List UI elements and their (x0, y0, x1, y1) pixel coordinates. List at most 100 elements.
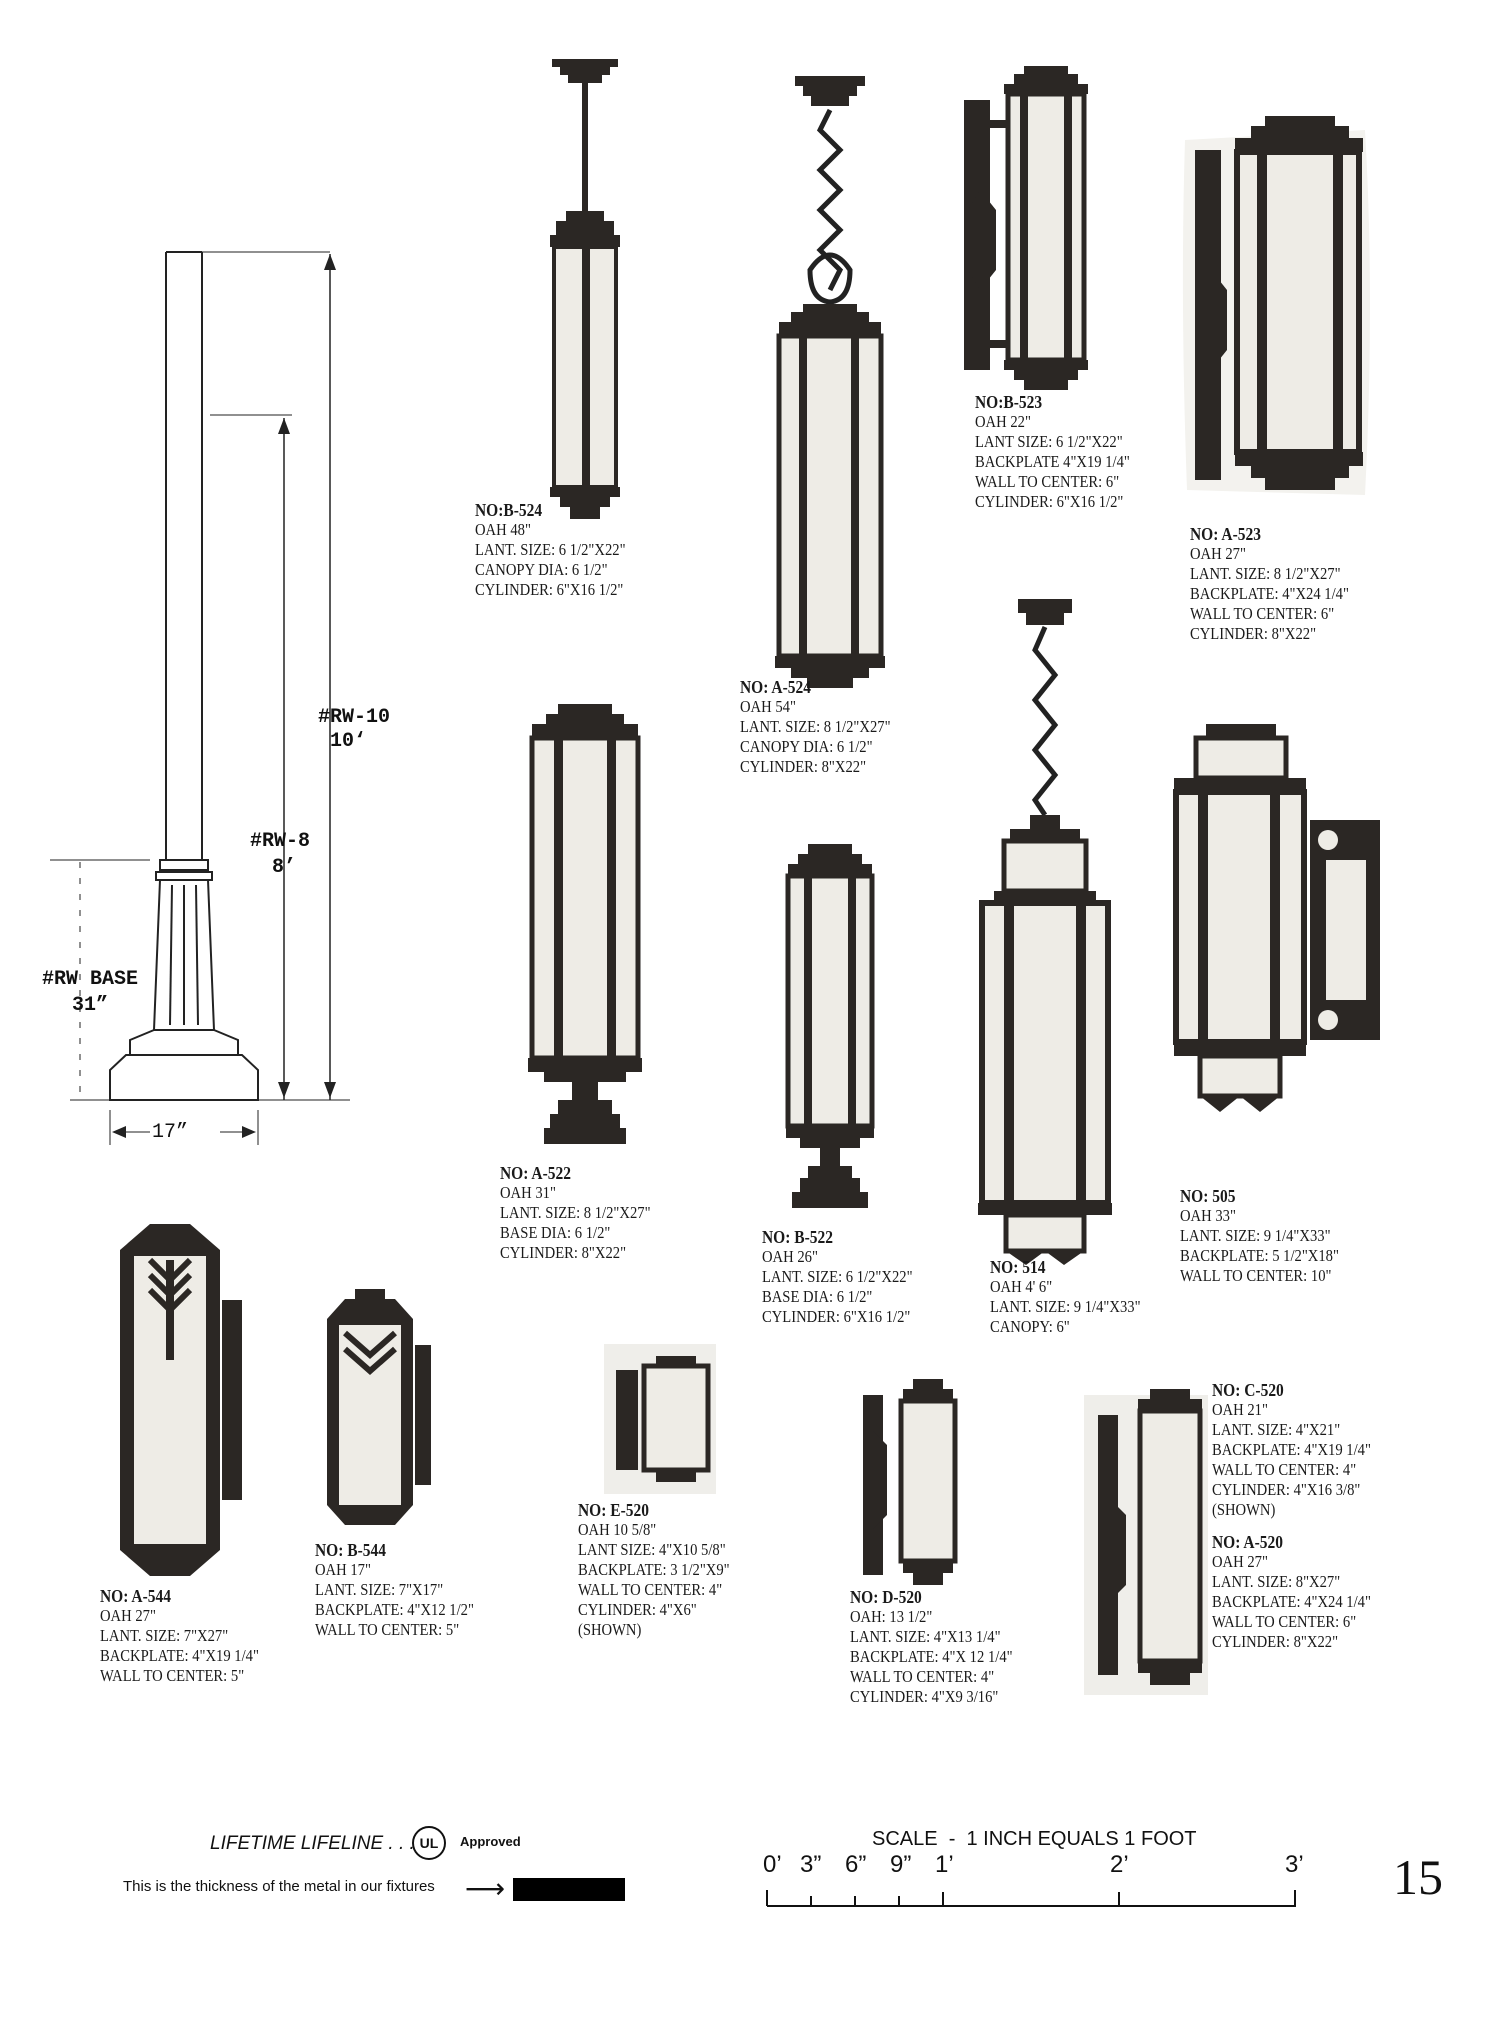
spec-a524: NO: A-524 OAH 54" LANT. SIZE: 8 1/2"X27"… (740, 677, 891, 777)
spec-505: NO: 505 OAH 33" LANT. SIZE: 9 1/4"X33" B… (1180, 1186, 1339, 1286)
spec-line: BACKPLATE: 4"X12 1/2" (315, 1600, 474, 1619)
spec-line: LANT SIZE: 4"X10 5/8" (578, 1540, 726, 1559)
page-number: 15 (1393, 1849, 1443, 1905)
spec-b524: NO:B-524 OAH 48" LANT. SIZE: 6 1/2"X22" … (475, 500, 626, 600)
thickness-note: This is the thickness of the metal in ou… (123, 1878, 435, 1895)
spec-line: LANT. SIZE: 8 1/2"X27" (500, 1203, 651, 1222)
scale-title: SCALE - 1 INCH EQUALS 1 FOOT (872, 1828, 1197, 1850)
spec-line: LANT. SIZE: 4"X21" (1212, 1420, 1341, 1439)
scale-label-1ft: 1’ (935, 1851, 954, 1878)
spec-c520: NO: C-520 OAH 21" LANT. SIZE: 4"X21" BAC… (1212, 1380, 1371, 1520)
e520-wall-image (604, 1344, 716, 1494)
spec-line: OAH 17" (315, 1560, 371, 1579)
a523-wall-image (1182, 116, 1370, 495)
spec-line: CANOPY: 6" (990, 1317, 1070, 1336)
505-wall-image (1173, 724, 1380, 1112)
metal-thickness-bar (513, 1878, 625, 1901)
spec-line: BACKPLATE: 4"X24 1/4" (1190, 584, 1349, 603)
spec-line: CYLINDER: 4"X16 3/8" (1212, 1480, 1361, 1499)
spec-line: BACKPLATE: 3 1/2"X9" (578, 1560, 730, 1579)
514-pendant-image (978, 599, 1112, 1265)
spec-line: BACKPLATE 4"X19 1/4" (975, 452, 1130, 471)
spec-line: OAH 27" (1212, 1552, 1268, 1571)
spec-title: NO: A-524 (740, 677, 811, 697)
spec-line: LANT. SIZE: 9 1/4"X33" (990, 1297, 1141, 1316)
spec-line: LANT SIZE: 6 1/2"X22" (975, 432, 1123, 451)
spec-line: OAH 27" (100, 1606, 156, 1625)
arrow-right-icon: ⟶ (465, 1872, 506, 1905)
spec-line: CYLINDER: 8"X22" (1212, 1632, 1339, 1651)
spec-line: CYLINDER: 6"X16 1/2" (762, 1307, 911, 1326)
spec-a522: NO: A-522 OAH 31" LANT. SIZE: 8 1/2"X27"… (500, 1163, 651, 1263)
spec-line: BASE DIA: 6 1/2" (762, 1287, 873, 1306)
spec-line: BACKPLATE: 4"X19 1/4" (1212, 1440, 1371, 1459)
scale-label-6in: 6” (845, 1851, 867, 1878)
spec-title: NO: 505 (1180, 1186, 1236, 1206)
spec-line: CYLINDER: 6"X16 1/2" (975, 492, 1124, 511)
spec-line: CYLINDER: 6"X16 1/2" (475, 580, 624, 599)
base-code: #RW BASE (42, 968, 139, 991)
spec-d520: NO: D-520 OAH: 13 1/2" LANT. SIZE: 4"X13… (850, 1587, 1013, 1707)
spec-title: NO: D-520 (850, 1587, 922, 1607)
scale-label-3ft: 3’ (1285, 1851, 1304, 1878)
base-height: 31” (72, 994, 109, 1017)
spec-line: CYLINDER: 4"X9 3/16" (850, 1687, 999, 1706)
spec-b544: NO: B-544 OAH 17" LANT. SIZE: 7"X17" BAC… (315, 1540, 474, 1640)
spec-line: OAH: 13 1/2" (850, 1607, 933, 1626)
spec-line: WALL TO CENTER: 5" (100, 1666, 245, 1685)
spec-title: NO: A-523 (1190, 524, 1261, 544)
spec-title: NO: B-544 (315, 1540, 386, 1560)
spec-line: WALL TO CENTER: 4" (1212, 1460, 1357, 1479)
rw10-code: #RW-10 (318, 706, 391, 729)
spec-title: NO: C-520 (1212, 1380, 1284, 1400)
ul-mark: UL (419, 1835, 439, 1851)
spec-e520: NO: E-520 OAH 10 5/8" LANT SIZE: 4"X10 5… (578, 1500, 730, 1640)
d520-wall-image (863, 1379, 958, 1585)
spec-514: NO: 514 OAH 4' 6" LANT. SIZE: 9 1/4"X33"… (990, 1257, 1141, 1337)
spec-line: WALL TO CENTER: 4" (578, 1580, 723, 1599)
spec-title: NO: A-522 (500, 1163, 571, 1183)
spec-title: NO: A-544 (100, 1586, 171, 1606)
spec-line: BACKPLATE: 5 1/2"X18" (1180, 1246, 1339, 1265)
spec-title: NO:B-524 (475, 500, 543, 520)
approved-text: Approved (460, 1834, 521, 1849)
base-width: 17” (152, 1121, 189, 1144)
b544-wall-image (327, 1289, 431, 1525)
spec-line: LANT. SIZE: 6 1/2"X22" (762, 1267, 913, 1286)
spec-a544: NO: A-544 OAH 27" LANT. SIZE: 7"X27" BAC… (100, 1586, 259, 1686)
spec-line: (SHOWN) (578, 1620, 642, 1639)
spec-line: OAH 22" (975, 412, 1031, 431)
spec-line: CANOPY DIA: 6 1/2" (740, 737, 873, 756)
spec-line: CYLINDER: 4"X6" (578, 1600, 697, 1619)
scale-ruler (766, 1890, 1296, 1907)
spec-line: WALL TO CENTER: 6" (975, 472, 1120, 491)
spec-line: CYLINDER: 8"X22" (1190, 624, 1317, 643)
spec-line: CYLINDER: 8"X22" (740, 757, 867, 776)
spec-line: OAH 54" (740, 697, 796, 716)
rw8-code: #RW-8 (250, 830, 311, 853)
spec-b522: NO: B-522 OAH 26" LANT. SIZE: 6 1/2"X22"… (762, 1227, 913, 1327)
lifeline-text: LIFETIME LIFELINE . . . (210, 1833, 415, 1854)
spec-line: OAH 21" (1212, 1400, 1268, 1419)
spec-line: LANT. SIZE: 6 1/2"X22" (475, 540, 626, 559)
spec-line: WALL TO CENTER: 6" (1190, 604, 1335, 623)
spec-line: BACKPLATE: 4"X 12 1/4" (850, 1647, 1013, 1666)
spec-title: NO: A-520 (1212, 1532, 1283, 1552)
rw10-height: 10‘ (330, 730, 367, 753)
spec-line: LANT. SIZE: 7"X17" (315, 1580, 444, 1599)
b524-pendant-image (550, 59, 620, 519)
c520-wall-image (1084, 1389, 1208, 1695)
spec-line: BACKPLATE: 4"X19 1/4" (100, 1646, 259, 1665)
spec-line: LANT. SIZE: 4"X13 1/4" (850, 1627, 1001, 1646)
spec-title: NO: 514 (990, 1257, 1046, 1277)
spec-line: OAH 10 5/8" (578, 1520, 657, 1539)
rw8-height: 8’ (272, 856, 297, 879)
b523-wall-image (964, 66, 1088, 390)
spec-line: LANT. SIZE: 8"X27" (1212, 1572, 1341, 1591)
spec-a523: NO: A-523 OAH 27" LANT. SIZE: 8 1/2"X27"… (1190, 524, 1349, 644)
spec-line: LANT. SIZE: 8 1/2"X27" (740, 717, 891, 736)
spec-line: OAH 33" (1180, 1206, 1236, 1225)
spec-line: WALL TO CENTER: 5" (315, 1620, 460, 1639)
a524-chain-pendant-image (775, 76, 885, 688)
pole-drawing (50, 251, 350, 1145)
